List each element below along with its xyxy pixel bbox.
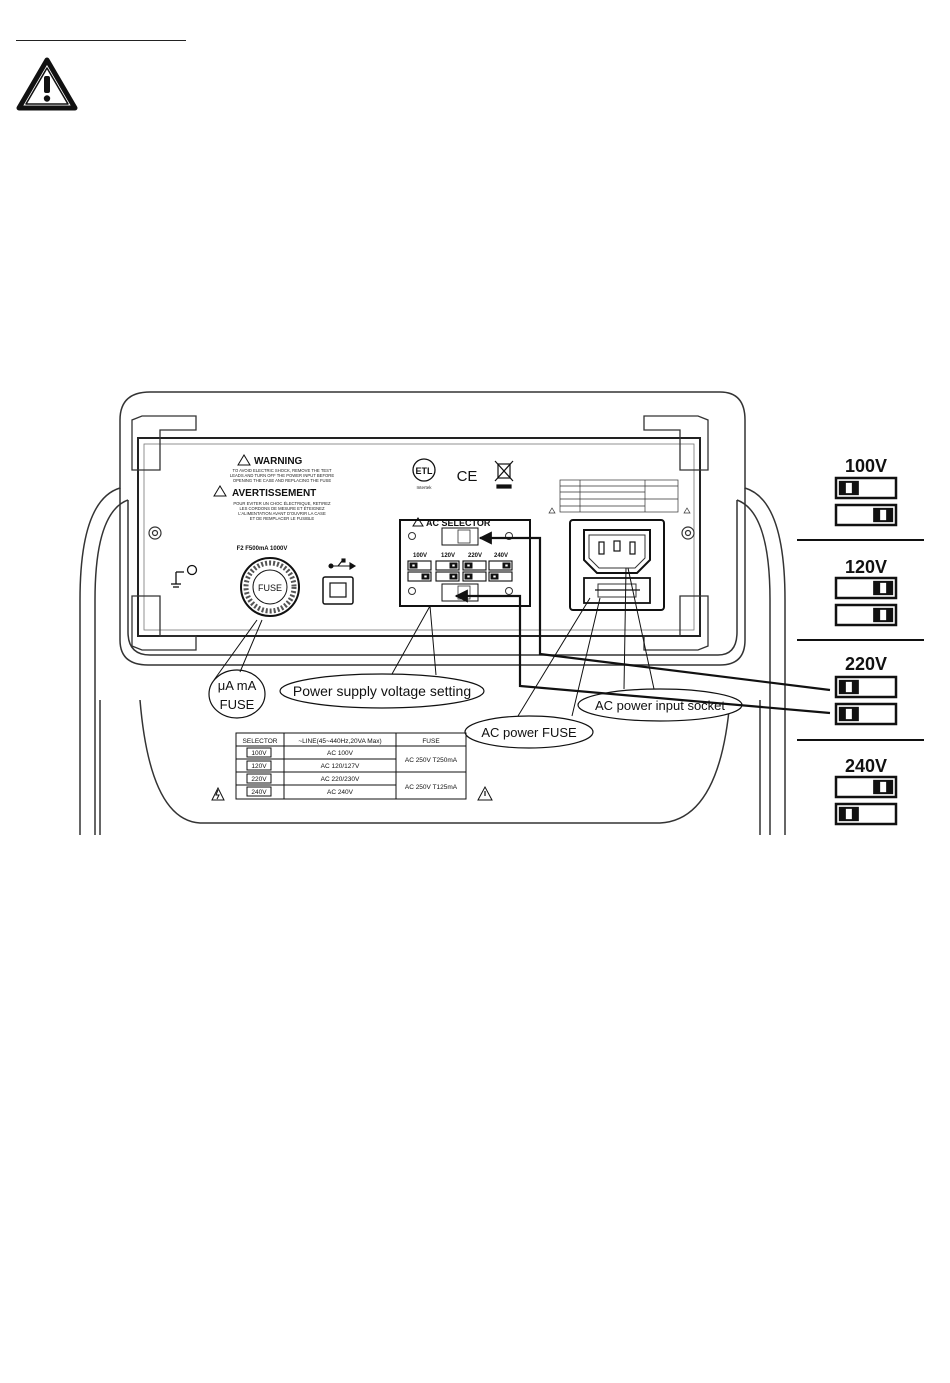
instrument-body	[79, 391, 786, 835]
legend-switch-100v-lower	[834, 503, 898, 527]
legend-switch-120v-lower	[834, 603, 898, 627]
selector-switch-120v-lower	[435, 571, 460, 582]
svg-text:L'ALIMENTATION AVANT D'OUVRIR: L'ALIMENTATION AVANT D'OUVRIR LA CASE	[238, 511, 326, 516]
usb-icon	[328, 558, 357, 570]
corner-brackets	[131, 415, 709, 651]
svg-text:AC SELECTOR: AC SELECTOR	[426, 518, 491, 528]
panel-spec-table	[548, 479, 691, 514]
legend-switch-240v-upper	[834, 775, 898, 799]
svg-text:AC 220/230V: AC 220/230V	[321, 776, 360, 783]
ac-selector-plate: AC SELECTOR 100V 120V 220V 240V	[399, 517, 531, 607]
svg-text:AC 250V T250mA: AC 250V T250mA	[405, 757, 458, 764]
svg-text:LEADS AND TURN OFF THE POWER I: LEADS AND TURN OFF THE POWER INPUT BEFOR…	[230, 473, 334, 478]
svg-text:Intertek: Intertek	[416, 485, 432, 490]
svg-text:240V: 240V	[494, 553, 508, 559]
certification-marks: ETL Intertek CE	[412, 458, 514, 490]
screws	[148, 526, 695, 540]
selector-spec-table: SELECTOR ~LINE(45~440Hz,20VA Max) FUSE 1…	[211, 732, 493, 801]
svg-text:240V: 240V	[251, 789, 267, 796]
svg-text:120V: 120V	[251, 763, 267, 770]
callout-power-supply-setting: Power supply voltage setting	[279, 605, 485, 709]
selector-switch-220v-lower	[462, 571, 487, 582]
legend-label-240v: 240V	[845, 756, 887, 776]
selector-switch-100v-lower	[407, 571, 432, 582]
svg-text:FUSE: FUSE	[258, 583, 282, 593]
svg-text:~LINE(45~440Hz,20VA Max): ~LINE(45~440Hz,20VA Max)	[298, 738, 381, 745]
selector-switch-240v-upper	[488, 560, 513, 571]
svg-text:Power supply voltage setting: Power supply voltage setting	[293, 683, 471, 699]
callout-ac-power-fuse: AC power FUSE	[464, 597, 601, 749]
usb-port	[322, 558, 357, 605]
header-rule	[16, 40, 186, 41]
svg-text:AC 240V: AC 240V	[327, 789, 354, 796]
svg-text:220V: 220V	[251, 776, 267, 783]
selector-arrows	[454, 531, 831, 715]
svg-text:LES CORDONS DE MESURE ET ÉTEIG: LES CORDONS DE MESURE ET ÉTEIGNEZ	[239, 506, 325, 511]
legend-switch-120v-upper	[834, 576, 898, 600]
selector-switch-240v-lower	[488, 571, 513, 582]
weee-bin-icon	[494, 460, 514, 489]
legend-label-220v: 220V	[845, 654, 887, 674]
selector-switch-120v-upper	[435, 560, 460, 571]
legend-label-120v: 120V	[845, 557, 887, 577]
svg-text:OPENING THE CASE AND REPLACING: OPENING THE CASE AND REPLACING THE FUSE	[233, 478, 331, 483]
svg-text:FUSE: FUSE	[422, 738, 440, 745]
ground-terminal-icon	[171, 564, 198, 588]
svg-text:WARNING: WARNING	[254, 456, 303, 467]
legend-switch-220v-lower	[834, 702, 898, 726]
svg-text:SELECTOR: SELECTOR	[243, 738, 278, 745]
ac-inlet-module	[569, 519, 665, 611]
switch-settings-legend: 100V 120V 220V 240V	[797, 456, 924, 826]
svg-text:F2 F500mA 1000V: F2 F500mA 1000V	[237, 546, 288, 552]
legend-switch-100v-upper	[834, 476, 898, 500]
svg-text:POUR EVITER UN CHOC ÉLECTRIQUE: POUR EVITER UN CHOC ÉLECTRIQUE, RETIREZ	[233, 501, 331, 506]
svg-text:100V: 100V	[251, 750, 267, 757]
svg-text:CE: CE	[457, 468, 478, 485]
warning-triangle-icon	[16, 57, 78, 111]
svg-text:AC 100V: AC 100V	[327, 750, 354, 757]
selector-switch-220v-upper	[462, 560, 487, 571]
svg-text:120V: 120V	[441, 553, 455, 559]
legend-switch-240v-lower	[834, 802, 898, 826]
svg-text:AVERTISSEMENT: AVERTISSEMENT	[232, 488, 316, 499]
caution-icon	[477, 785, 493, 801]
rear-panel-plate	[137, 437, 701, 637]
svg-text:100V: 100V	[413, 553, 427, 559]
selector-switch-100v-upper	[407, 560, 432, 571]
legend-switch-220v-upper	[834, 675, 898, 699]
callout-ua-ma-fuse: μA mA FUSE	[208, 619, 266, 719]
legend-label-100v: 100V	[845, 456, 887, 476]
svg-text:AC 250V T125mA: AC 250V T125mA	[405, 784, 458, 791]
svg-text:220V: 220V	[468, 553, 482, 559]
ua-ma-fuse-holder: F2 F500mA 1000V FUSE	[237, 546, 300, 617]
warning-label: WARNING TO AVOID ELECTRIC SHOCK, REMOVE …	[213, 454, 334, 521]
svg-text:μA mA: μA mA	[218, 678, 257, 693]
svg-text:AC 120/127V: AC 120/127V	[321, 763, 360, 770]
svg-text:AC power input socket: AC power input socket	[595, 698, 725, 713]
svg-text:ETL: ETL	[416, 466, 434, 476]
shock-hazard-icon	[211, 786, 225, 801]
svg-text:ET DE REMPLACER LE FUSIBLE: ET DE REMPLACER LE FUSIBLE	[250, 516, 315, 521]
svg-text:TO AVOID ELECTRIC SHOCK, REMOV: TO AVOID ELECTRIC SHOCK, REMOVE THE TEST	[232, 468, 331, 473]
svg-text:FUSE: FUSE	[220, 697, 255, 712]
svg-text:AC power FUSE: AC power FUSE	[481, 725, 577, 740]
